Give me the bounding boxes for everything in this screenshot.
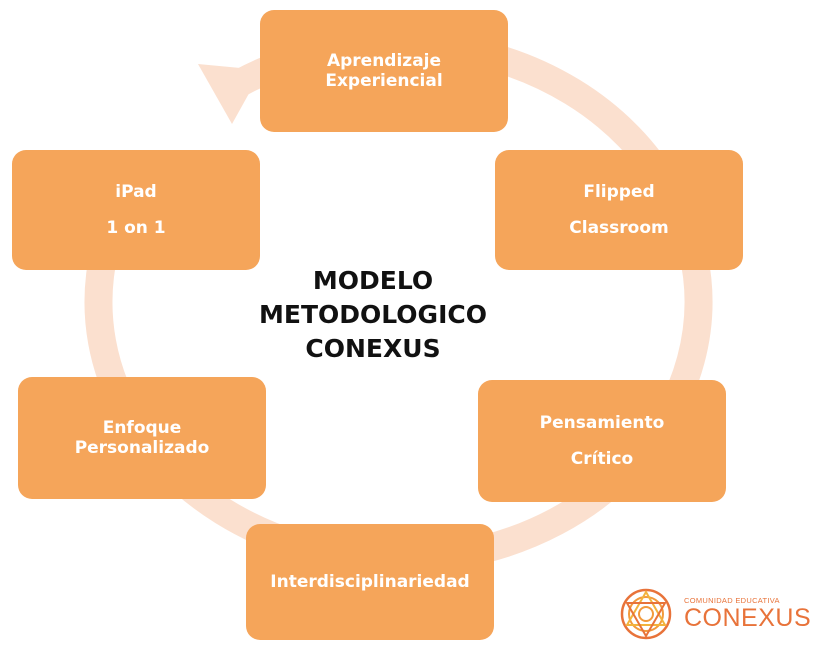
node-label-line: Flipped bbox=[583, 182, 655, 202]
logo-emblem-icon bbox=[620, 588, 672, 640]
node-label-line: Classroom bbox=[569, 218, 669, 238]
center-title-line: METODOLOGICO bbox=[259, 300, 487, 329]
node-label-line: Crítico bbox=[570, 449, 634, 469]
node-aprendizaje-experiencial: Aprendizaje Experiencial bbox=[260, 10, 508, 132]
center-title: MODELO METODOLOGICO CONEXUS bbox=[228, 264, 518, 366]
node-flipped-classroom: Flipped Classroom bbox=[495, 150, 743, 270]
node-label-line: 1 on 1 bbox=[106, 218, 166, 238]
node-pensamiento-critico: Pensamiento Crítico bbox=[478, 380, 726, 502]
node-label-line: Aprendizaje bbox=[326, 51, 442, 71]
center-title-line: MODELO bbox=[312, 266, 434, 295]
node-ipad-1on1: iPad 1 on 1 bbox=[12, 150, 260, 270]
logo-tagline: COMUNIDAD EDUCATIVA bbox=[684, 596, 780, 605]
logo-wordmark: CONEXUS bbox=[684, 604, 812, 632]
node-label-line: Pensamiento bbox=[539, 413, 665, 433]
conexus-logo: COMUNIDAD EDUCATIVA CONEXUS bbox=[614, 586, 811, 642]
node-label-line: Enfoque bbox=[102, 418, 182, 438]
node-label-line: Interdisciplinariedad bbox=[270, 572, 470, 592]
node-label-line: iPad bbox=[115, 182, 157, 202]
node-interdisciplinariedad: Interdisciplinariedad bbox=[246, 524, 494, 640]
node-enfoque-personalizado: Enfoque Personalizado bbox=[18, 377, 266, 499]
node-label-line: Experiencial bbox=[325, 71, 443, 91]
center-title-line: CONEXUS bbox=[305, 334, 441, 363]
node-label-line: Personalizado bbox=[74, 438, 210, 458]
